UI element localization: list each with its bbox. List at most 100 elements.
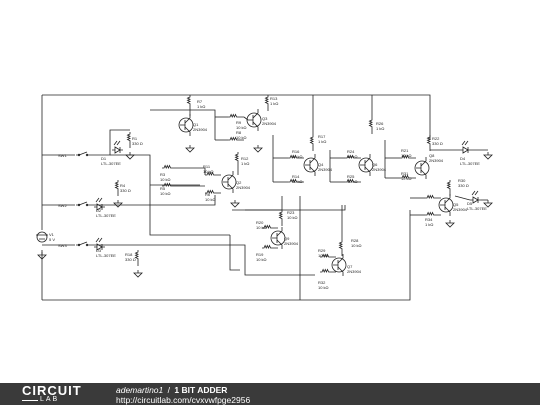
wire [150, 109, 216, 140]
transistor-q1 [180, 114, 191, 136]
label-q6-ref: Q6 [372, 162, 378, 167]
transistor-body-q3 [246, 112, 262, 128]
ground-symbol [37, 252, 47, 260]
label-r24-value: 10 kΩ [347, 154, 358, 159]
ground-symbol [445, 220, 455, 228]
circuitlab-logo[interactable]: CIRCUIT LAB [22, 383, 94, 405]
resistor-r33 [425, 194, 441, 199]
label-r8-value: 10 kΩ [236, 135, 247, 140]
input-bus-b [110, 195, 216, 206]
label-r3-value: 10 kΩ [160, 177, 171, 182]
resistor-r32 [320, 268, 336, 273]
footer-bar: CIRCUIT LAB ademartino1 / 1 BIT ADDER ht… [0, 383, 540, 405]
label-r30-value: 330 Ω [458, 183, 469, 188]
label-r26-value: 1 kΩ [376, 126, 384, 131]
label-r25-value: 10 kΩ [347, 179, 358, 184]
label-q5-value: 2N3904 [453, 207, 468, 212]
transistor-body-q2 [221, 174, 237, 190]
label-q8-ref: Q8 [429, 153, 435, 158]
author-link[interactable]: ademartino1 [116, 385, 164, 395]
resistor-r14 [288, 178, 304, 183]
label-q2-ref: Q2 [236, 180, 242, 185]
label-r18-value: 330 Ω [125, 257, 136, 262]
resistor-r24 [345, 154, 361, 159]
label-r23-ref: R23 [287, 210, 295, 215]
label-sw2: SW2 [58, 203, 67, 208]
ground-symbol [125, 152, 135, 160]
label-q7-ref: Q7 [347, 264, 353, 269]
resistor-r16 [288, 154, 304, 159]
resistor-r17 [309, 135, 314, 151]
label-r1-value: 330 Ω [132, 141, 143, 146]
transistor-q7 [333, 254, 344, 276]
switch-contact [85, 243, 89, 247]
resistor-r12 [234, 152, 239, 168]
transistor-body-q9 [270, 230, 286, 246]
label-q3-ref: Q3 [262, 116, 268, 121]
label-r1-ref: R1 [132, 136, 138, 141]
resistor-r21 [400, 154, 416, 159]
resistor-r1 [126, 132, 131, 148]
input-bus-a [110, 154, 230, 236]
label-r29-value: 10 kΩ [318, 253, 329, 258]
resistor-r30 [446, 180, 451, 196]
label-r34-value: 1 kΩ [425, 222, 433, 227]
resistor-r18 [134, 250, 139, 266]
label-q3-value: 2N3904 [262, 121, 277, 126]
label-d1-ref: D1 [101, 156, 107, 161]
label-d5-value: LTL-307EE [467, 206, 487, 211]
resistor-r5 [162, 182, 178, 187]
label-d1-value: LTL-307EE [101, 161, 121, 166]
label-r9-ref: R9 [236, 120, 242, 125]
label-r6-value: 10 kΩ [205, 197, 216, 202]
transistor-body-q1 [178, 117, 194, 133]
switch-contact [77, 243, 81, 247]
label-d3-ref: D3 [96, 248, 102, 253]
label-r34-ref: R34 [425, 217, 433, 222]
transistor-body-q5 [438, 197, 454, 213]
input-bus-c [130, 244, 315, 276]
switch-contact [85, 203, 89, 207]
label-d4-ref: D4 [460, 156, 466, 161]
label-r21-ref: R21 [401, 148, 409, 153]
transistor-q6 [360, 154, 371, 176]
transistor-body-q7 [331, 257, 347, 273]
switch-contact [77, 203, 81, 207]
transistor-body-q8 [414, 160, 430, 176]
transistor-body-q6 [358, 157, 374, 173]
label-d2-ref: D2 [96, 208, 102, 213]
label-v1-ref: V1 [49, 232, 55, 237]
label-r23-value: 10 kΩ [287, 215, 298, 220]
label-q1-ref: Q1 [193, 122, 199, 127]
label-r9-value: 10 kΩ [236, 125, 247, 130]
resistor-r20 [262, 224, 278, 229]
led-d5 [470, 190, 481, 204]
label-r20-value: 10 kΩ [256, 225, 267, 230]
label-r3-ref: R3 [160, 172, 166, 177]
resistor-r9 [228, 113, 244, 118]
logo-wordmark-bottom: LAB [40, 396, 60, 403]
label-r8-ref: R8 [236, 130, 242, 135]
logo-wire-line [22, 400, 38, 401]
circuit-url-link[interactable]: http://circuitlab.com/cvxvwfpge2956 [116, 395, 251, 405]
label-q4-ref: Q4 [318, 162, 324, 167]
label-r4-ref: R4 [120, 183, 126, 188]
label-r20-ref: R20 [256, 220, 264, 225]
logo-wordmark-top: CIRCUIT [22, 383, 82, 398]
resistor-r28 [338, 240, 343, 256]
label-r22-ref: R22 [432, 136, 440, 141]
label-q8-value: 2N3904 [429, 158, 444, 163]
label-r31-ref: R31 [401, 171, 409, 176]
label-q5-ref: Q5 [453, 202, 459, 207]
label-r11-value: 10 kΩ [203, 169, 214, 174]
led-d1 [112, 140, 123, 154]
label-r24-ref: R24 [347, 149, 355, 154]
ground-symbol [133, 270, 143, 278]
label-r19-ref: R19 [256, 252, 264, 257]
wire [178, 167, 206, 175]
resistor-r3 [162, 164, 178, 169]
label-r21-value: 10 kΩ [401, 153, 412, 158]
resistor-r29 [320, 253, 336, 258]
